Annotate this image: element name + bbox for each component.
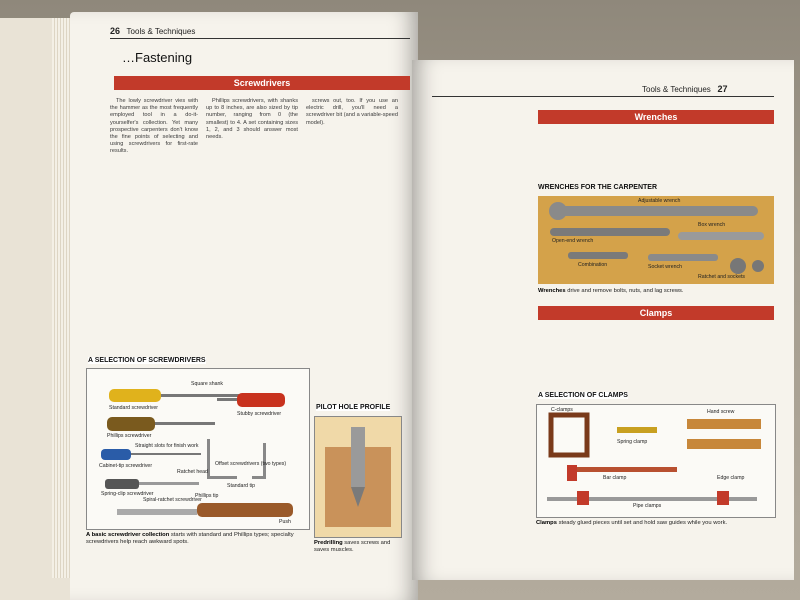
text-column-1: [432, 126, 532, 376]
label-hand-screw: Hand screw: [707, 409, 735, 415]
pilot-caption-bold: Predrilling: [314, 540, 343, 546]
pilot-hole-title: PILOT HOLE PROFILE: [316, 404, 391, 411]
label-push: Push: [279, 519, 291, 525]
label-pipe-clamps: Pipe clamps: [633, 503, 662, 509]
left-page-number: 26: [110, 26, 121, 36]
label-c-clamps: C-clamps: [551, 407, 573, 413]
wrench-caption: Wrenches drive and remove bolts, nuts, a…: [538, 288, 774, 295]
label-open-end-wrench: Open-end wrench: [552, 238, 594, 244]
label-bar-clamp: Bar clamp: [603, 475, 627, 481]
selection-caption-text: starts with standard and Phillips types;…: [86, 532, 294, 545]
screwdriver-drawing: [101, 389, 293, 517]
pilot-caption: Predrilling saves screws and saves muscl…: [314, 540, 406, 554]
label-edge-clamp: Edge clamp: [717, 475, 745, 481]
label-adjustable-wrench: Adjustable wrench: [638, 198, 681, 204]
page-heading: …Fastening: [122, 50, 193, 65]
pilot-hole-drawing: [325, 427, 391, 527]
left-page: 26 Tools & Techniques …Fastening Screwdr…: [70, 12, 418, 600]
left-section-name: Tools & Techniques: [126, 27, 196, 36]
label-standard-tip: Standard tip: [227, 483, 255, 489]
right-page: Tools & Techniques 27 Wrenches WRENCHES …: [412, 60, 794, 580]
screwdriver-illustration: Square shank Standard screwdriver Stubby…: [86, 368, 310, 530]
selection-title: A SELECTION OF SCREWDRIVERS: [88, 357, 206, 364]
header-rule: [432, 96, 774, 97]
label-spiral-ratchet: Spiral-ratchet screwdriver: [143, 497, 202, 503]
label-spring-clamp: Spring clamp: [617, 439, 648, 445]
wrench-box-title: WRENCHES FOR THE CARPENTER: [538, 184, 658, 191]
clamp-drawing: [547, 412, 761, 505]
paragraph: screws out, too. If you use an electric …: [306, 98, 398, 126]
pilot-hole-illustration: [314, 416, 402, 538]
label-cabinet-tip: Cabinet-tip screwdriver: [99, 463, 153, 469]
right-section-name: Tools & Techniques: [642, 85, 711, 94]
clamp-illustration: C-clamps Spring clamp Hand screw Bar cla…: [536, 404, 776, 518]
label-combination: Combination: [578, 262, 608, 268]
left-page-header: 26 Tools & Techniques: [110, 26, 195, 36]
clamp-caption: Clamps steady glued pieces until set and…: [536, 520, 776, 527]
wrench-caption-bold: Wrenches: [538, 288, 566, 294]
right-page-header: Tools & Techniques 27: [642, 84, 727, 94]
label-square-shank: Square shank: [191, 381, 224, 387]
label-ratchet-sockets: Ratchet and sockets: [698, 274, 746, 280]
label-straight-slots: Straight slots for finish work: [135, 443, 199, 449]
wrench-illustration: Adjustable wrench Open-end wrench Box wr…: [538, 196, 774, 284]
text-column-3: screws out, too. If you use an electric …: [306, 98, 398, 348]
wrench-drawing: [549, 202, 764, 274]
label-stubby-screwdriver: Stubby screwdriver: [237, 411, 282, 417]
text-column-2: Phillips screwdrivers, with shanks up to…: [206, 98, 298, 348]
pilot-caption-text: saves screws and saves muscles.: [314, 540, 391, 553]
wrenches-heading-bar: Wrenches: [538, 110, 774, 124]
label-spring-clip: Spring-clip screwdriver: [101, 491, 154, 497]
clamps-heading-bar: Clamps: [538, 306, 774, 320]
header-rule: [110, 38, 410, 39]
clamp-box-title: A SELECTION OF CLAMPS: [538, 392, 628, 399]
label-standard-screwdriver: Standard screwdriver: [109, 405, 159, 411]
right-page-number: 27: [717, 84, 728, 94]
screwdrivers-heading-bar: Screwdrivers: [114, 76, 410, 90]
label-box-wrench: Box wrench: [698, 222, 726, 228]
selection-caption: A basic screwdriver collection starts wi…: [86, 532, 310, 546]
label-phillips-tip: Phillips tip: [195, 493, 219, 499]
clamp-caption-text: steady glued pieces until set and hold s…: [556, 520, 728, 526]
paragraph: The lowly screwdriver vies with the hamm…: [110, 98, 198, 155]
text-column-1: The lowly screwdriver vies with the hamm…: [110, 98, 198, 348]
wrench-caption-text: drive and remove bolts, nuts, and lag sc…: [565, 288, 684, 294]
label-phillips-screwdriver: Phillips screwdriver: [107, 433, 152, 439]
label-socket-wrench: Socket wrench: [648, 264, 683, 270]
clamp-caption-bold: Clamps: [536, 520, 557, 526]
selection-caption-bold: A basic screwdriver collection: [86, 532, 170, 538]
paragraph: Phillips screwdrivers, with shanks up to…: [206, 98, 298, 141]
label-ratchet-head: Ratchet head: [177, 469, 208, 475]
label-offset-screwdrivers: Offset screwdrivers (two types): [215, 461, 287, 467]
